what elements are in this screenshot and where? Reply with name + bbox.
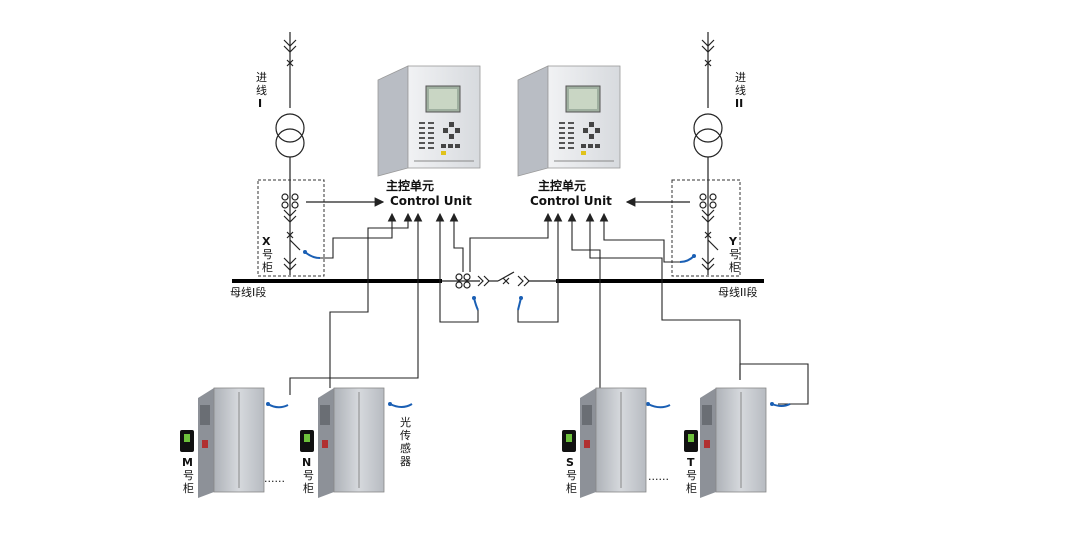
control-unit-left-cn: 主控单元 bbox=[386, 178, 434, 193]
control-unit-right-en: Control Unit bbox=[530, 194, 612, 208]
switchgear-cabinet-t bbox=[684, 387, 767, 498]
incoming-left-label-2: 线 bbox=[256, 83, 267, 97]
busbar-right-label: 母线II段 bbox=[718, 285, 758, 299]
cabinet-t-letter: T bbox=[687, 456, 695, 469]
switchgear-cabinet-m bbox=[180, 387, 265, 498]
cabinet-n-label-2: 柜 bbox=[303, 482, 314, 495]
incoming-left-label-3: I bbox=[258, 97, 262, 110]
incoming-line-right bbox=[693, 32, 723, 275]
light-sensor-label-2: 传 bbox=[400, 429, 411, 442]
ellipsis-right: ...... bbox=[648, 470, 669, 483]
light-sensor-tips bbox=[266, 250, 774, 406]
signal-wires-right bbox=[517, 212, 809, 405]
busbar-left-label: 母线I段 bbox=[230, 285, 266, 299]
cabinet-y-label-1: 号 bbox=[729, 248, 740, 261]
cabinet-x-boundary bbox=[257, 179, 325, 277]
cabinet-n-label-1: 号 bbox=[303, 469, 314, 482]
cabinet-m-letter: M bbox=[182, 456, 193, 469]
cabinet-y-letter: Y bbox=[728, 235, 738, 248]
control-unit-right-device bbox=[517, 65, 621, 177]
incoming-right-label-1: 进 bbox=[735, 71, 746, 84]
ct-coil-right bbox=[699, 193, 717, 209]
switchgear-cabinet-s bbox=[562, 387, 647, 498]
cabinet-m-label-2: 柜 bbox=[183, 482, 194, 495]
cabinet-s-label-2: 柜 bbox=[566, 482, 577, 495]
light-sensor-label-4: 器 bbox=[400, 455, 411, 468]
incoming-right-label-3: II bbox=[735, 97, 743, 110]
light-sensor-label-3: 感 bbox=[400, 442, 411, 455]
cabinet-t-label-2: 柜 bbox=[686, 482, 697, 495]
incoming-left-label-1: 进 bbox=[256, 71, 267, 84]
cabinet-n-letter: N bbox=[302, 456, 311, 469]
control-unit-left-device bbox=[377, 65, 481, 177]
cabinet-x-letter: X bbox=[262, 235, 271, 248]
control-unit-left-en: Control Unit bbox=[390, 194, 472, 208]
incoming-right-label-2: 线 bbox=[735, 83, 746, 97]
cabinet-t-label-1: 号 bbox=[686, 469, 697, 482]
signal-wires-left bbox=[289, 212, 553, 395]
cabinet-m-label-1: 号 bbox=[183, 469, 194, 482]
switchgear-cabinet-n bbox=[300, 387, 385, 498]
cabinet-s-letter: S bbox=[566, 456, 574, 469]
cabinet-x-label-2: 柜 bbox=[262, 261, 273, 274]
control-unit-right-cn: 主控单元 bbox=[538, 178, 586, 193]
cabinet-s-label-1: 号 bbox=[566, 469, 577, 482]
incoming-line-left bbox=[275, 32, 305, 275]
ellipsis-left: ...... bbox=[264, 472, 285, 485]
light-sensor-label-1: 光 bbox=[400, 415, 411, 429]
cabinet-x-label-1: 号 bbox=[262, 248, 273, 261]
ct-coil-left bbox=[281, 193, 299, 209]
cabinet-y-boundary bbox=[671, 179, 741, 277]
cabinet-y-label-2: 柜 bbox=[729, 261, 740, 274]
light-sensor-probes bbox=[267, 251, 791, 409]
bus-tie-switch bbox=[442, 271, 556, 289]
